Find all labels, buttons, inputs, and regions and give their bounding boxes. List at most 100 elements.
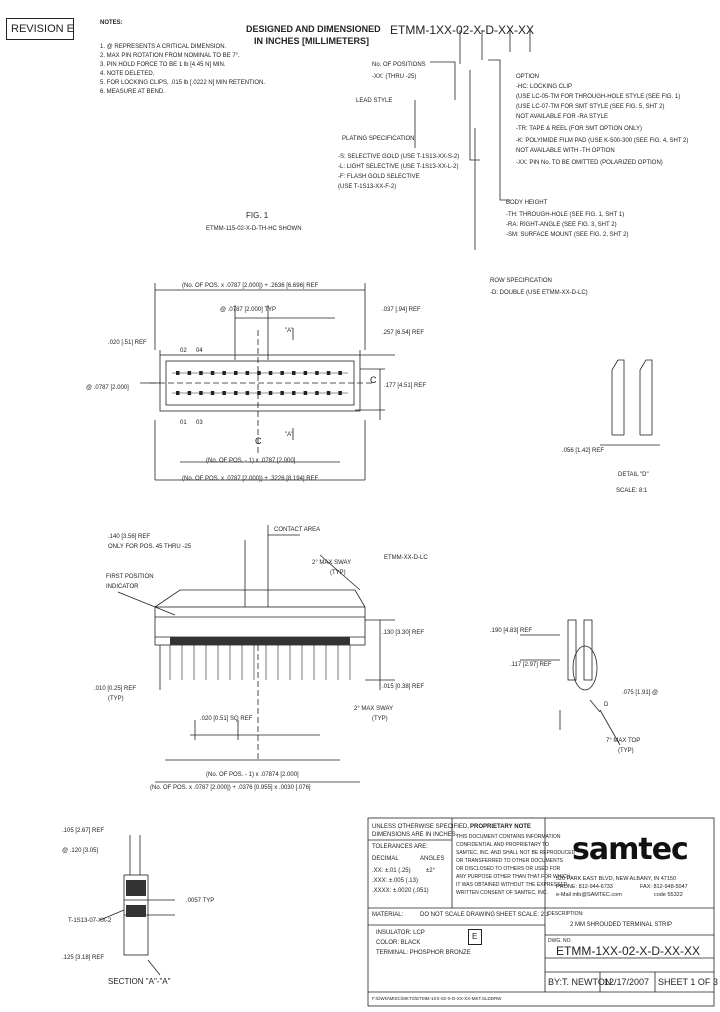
pin-square bbox=[338, 371, 342, 375]
positions-range: -XX: (THRU -25) bbox=[372, 74, 417, 80]
dim-120: @ .120 [3.05] bbox=[62, 848, 99, 854]
option-title: OPTION bbox=[516, 74, 540, 80]
dim-0057: .0057 TYP bbox=[186, 898, 215, 904]
tb-description-label: DESCRIPTION: bbox=[548, 911, 584, 917]
body-height-2: -RA: RIGHT-ANGLE (SEE FIG. 3, SHT 2) bbox=[506, 222, 617, 228]
body-height-1: -TH: THROUGH-HOLE (SEE FIG. 1, SHT 1) bbox=[506, 212, 625, 218]
tb-terminal: TERMINAL: PHOSPHOR BRONZE bbox=[376, 950, 471, 956]
max-7-label: 7° MAX TOP bbox=[606, 738, 641, 744]
dim-mid-ref: (No. OF POS. - 1) x .0787 [2.000] bbox=[206, 458, 296, 464]
revision-label: REVISION E bbox=[11, 23, 74, 35]
max-sway2-label: 2° MAX SWAY bbox=[354, 706, 394, 712]
tb-proprietary-title: PROPRIETARY NOTE bbox=[470, 824, 531, 830]
positions-label: No. OF POSITIONS bbox=[372, 62, 426, 68]
indicator-label: INDICATOR bbox=[106, 584, 139, 590]
note-2: 2. MAX PIN ROTATION FROM NOMINAL TO BE 7… bbox=[100, 53, 240, 59]
pin-square bbox=[280, 391, 284, 395]
dim-117: .117 [2.97] REF bbox=[510, 662, 552, 668]
prop-line-2: CONFIDENTIAL AND PROPRIETARY TO bbox=[456, 842, 549, 848]
option-item-5: -TR: TAPE & REEL (FOR SMT OPTION ONLY) bbox=[516, 126, 643, 132]
pin-square bbox=[245, 391, 250, 395]
pin-square bbox=[315, 391, 319, 395]
prop-line-4: OR TRANSFERRED TO OTHER DOCUMENTS bbox=[456, 858, 563, 864]
dim-105: .105 [2.67] REF bbox=[62, 828, 105, 834]
etmm-lc-label: ETMM-XX-D-LC bbox=[384, 555, 428, 561]
pin-square bbox=[199, 391, 203, 395]
dim-257: .257 [6.54] REF bbox=[382, 330, 425, 336]
plating-item-3: -F: FLASH GOLD SELECTIVE bbox=[338, 174, 420, 180]
option-item-8: -XX: PIN No. TO BE OMITTED (POLARIZED OP… bbox=[516, 160, 663, 166]
note-4: 4. NOTE DELETED. bbox=[100, 71, 155, 77]
tb-description: 2 MM SHROUDED TERMINAL STRIP bbox=[570, 922, 673, 928]
dim-020sq: .020 [0.51] SQ REF bbox=[200, 716, 253, 722]
fig1-title: FIG. 1 bbox=[246, 211, 269, 220]
section-aa-title: SECTION "A"-"A" bbox=[108, 977, 171, 986]
prop-line-5: OR DISCLOSED TO OTHERS OR USED FOR bbox=[456, 866, 561, 872]
pin-square bbox=[315, 371, 319, 375]
pin-square bbox=[234, 391, 238, 395]
plating-item-4: (USE T-1S13-XX-F-2) bbox=[338, 184, 397, 190]
pin-square bbox=[176, 391, 180, 395]
pin-square bbox=[245, 371, 250, 375]
option-item-7: NOT AVAILABLE WITH -TH OPTION bbox=[516, 148, 615, 154]
pin-array bbox=[176, 371, 342, 395]
row-spec-item: -D: DOUBLE (USE ETMM-XX-D-LC) bbox=[490, 290, 588, 296]
designed-title-1: DESIGNED AND DIMENSIONED bbox=[246, 24, 381, 34]
note-1: 1. @ REPRESENTS A CRITICAL DIMENSION. bbox=[100, 44, 227, 50]
pin-label-03: 03 bbox=[196, 420, 203, 426]
note-3: 3. PIN HOLD FORCE TO BE 1 lb [4.45 N] MI… bbox=[100, 62, 226, 68]
tb-decimal: DECIMAL bbox=[372, 856, 399, 862]
dim-130: .130 [3.30] REF bbox=[382, 630, 425, 636]
option-item-3: (USE LC-07-TM FOR SMT STYLE (SEE FIG. 5,… bbox=[516, 104, 665, 110]
pin-square bbox=[303, 371, 308, 375]
pin-square bbox=[326, 391, 331, 395]
max-sway-label: 2° MAX SWAY bbox=[312, 560, 352, 566]
tb-dwg-no: ETMM-1XX-02-X-D-XX-XX bbox=[556, 944, 701, 958]
contact-area-label: CONTACT AREA bbox=[274, 527, 321, 533]
pin-square bbox=[292, 391, 296, 395]
pin-square bbox=[210, 391, 215, 395]
dim-140-note: ONLY FOR POS. 45 THRU -25 bbox=[108, 544, 192, 550]
pin-square bbox=[268, 371, 273, 375]
tb-unless: UNLESS OTHERWISE SPECIFIED, bbox=[372, 824, 469, 830]
tb-color: COLOR: BLACK bbox=[376, 940, 421, 946]
tb-email: e-Mail info@SAMTEC.com bbox=[556, 892, 622, 898]
dim-bot-ref: (No. OF POS. x .0787 [2.000]) + .3226 [8… bbox=[182, 476, 319, 482]
option-item-2: (USE LC-05-TM FOR THROUGH-HOLE STYLE (SE… bbox=[516, 94, 681, 100]
pin-square bbox=[210, 371, 215, 375]
plating-item-1: -S: SELECTIVE GOLD (USE T-1S13-XX-S-2) bbox=[338, 154, 460, 160]
tb-angles: ANGLES bbox=[420, 856, 445, 862]
tb-sheet: SHEET 1 OF 3 bbox=[658, 977, 718, 987]
revision-box: REVISION E bbox=[6, 18, 74, 40]
pin-square bbox=[257, 371, 261, 375]
pin-square bbox=[199, 371, 203, 375]
tb-tol3: .XXXX: ±.0020 (.051) bbox=[372, 888, 429, 894]
prop-line-7: IT WAS OBTAINED WITHOUT THE EXPRESSED bbox=[456, 882, 568, 888]
pin-square bbox=[326, 371, 331, 375]
dim-010-typ: (TYP) bbox=[108, 696, 124, 702]
dim-pin-mid: (No. OF POS. - 1) x .07874 [2.000] bbox=[206, 772, 299, 778]
pin-square bbox=[222, 371, 226, 375]
section-fill-bottom bbox=[126, 905, 146, 917]
pin-square bbox=[187, 391, 192, 395]
tb-date: 12/17/2007 bbox=[604, 977, 650, 987]
max-sway2-typ: (TYP) bbox=[372, 716, 388, 722]
tb-rev-box: E bbox=[468, 929, 482, 945]
option-item-6: -K: POLYIMIDE FILM PAD (USE K-500-300 (S… bbox=[516, 138, 689, 144]
body-height-3: -SM: SURFACE MOUNT (SEE FIG. 2, SHT 2) bbox=[506, 232, 629, 238]
dim-020: .020 [.51] REF bbox=[108, 340, 147, 346]
pin-square bbox=[268, 391, 273, 395]
detail-d-scale: SCALE: 8:1 bbox=[616, 488, 648, 494]
prop-line-8: WRITTEN CONSENT OF SAMTEC, INC. bbox=[456, 890, 548, 896]
note-6: 6. MEASURE AT BEND. bbox=[100, 89, 165, 95]
fig1-subtitle: ETMM-115-02-X-D-TH-HC SHOWN bbox=[206, 226, 302, 232]
body-height-title: BODY HEIGHT bbox=[506, 200, 548, 206]
dim-010: .010 [0.25] REF bbox=[94, 686, 137, 692]
section-mark-bottom: "A" bbox=[285, 432, 294, 438]
row-spec-title: ROW SPECIFICATION bbox=[490, 278, 552, 284]
tb-tol1: .XX: ±.01 (.25) bbox=[372, 868, 411, 874]
tb-insulator: INSULATOR: LCP bbox=[376, 930, 425, 936]
dim-125: .125 [3.18] REF bbox=[62, 955, 105, 961]
part-number-header: ETMM-1XX-02-X-D-XX-XX bbox=[390, 23, 535, 37]
